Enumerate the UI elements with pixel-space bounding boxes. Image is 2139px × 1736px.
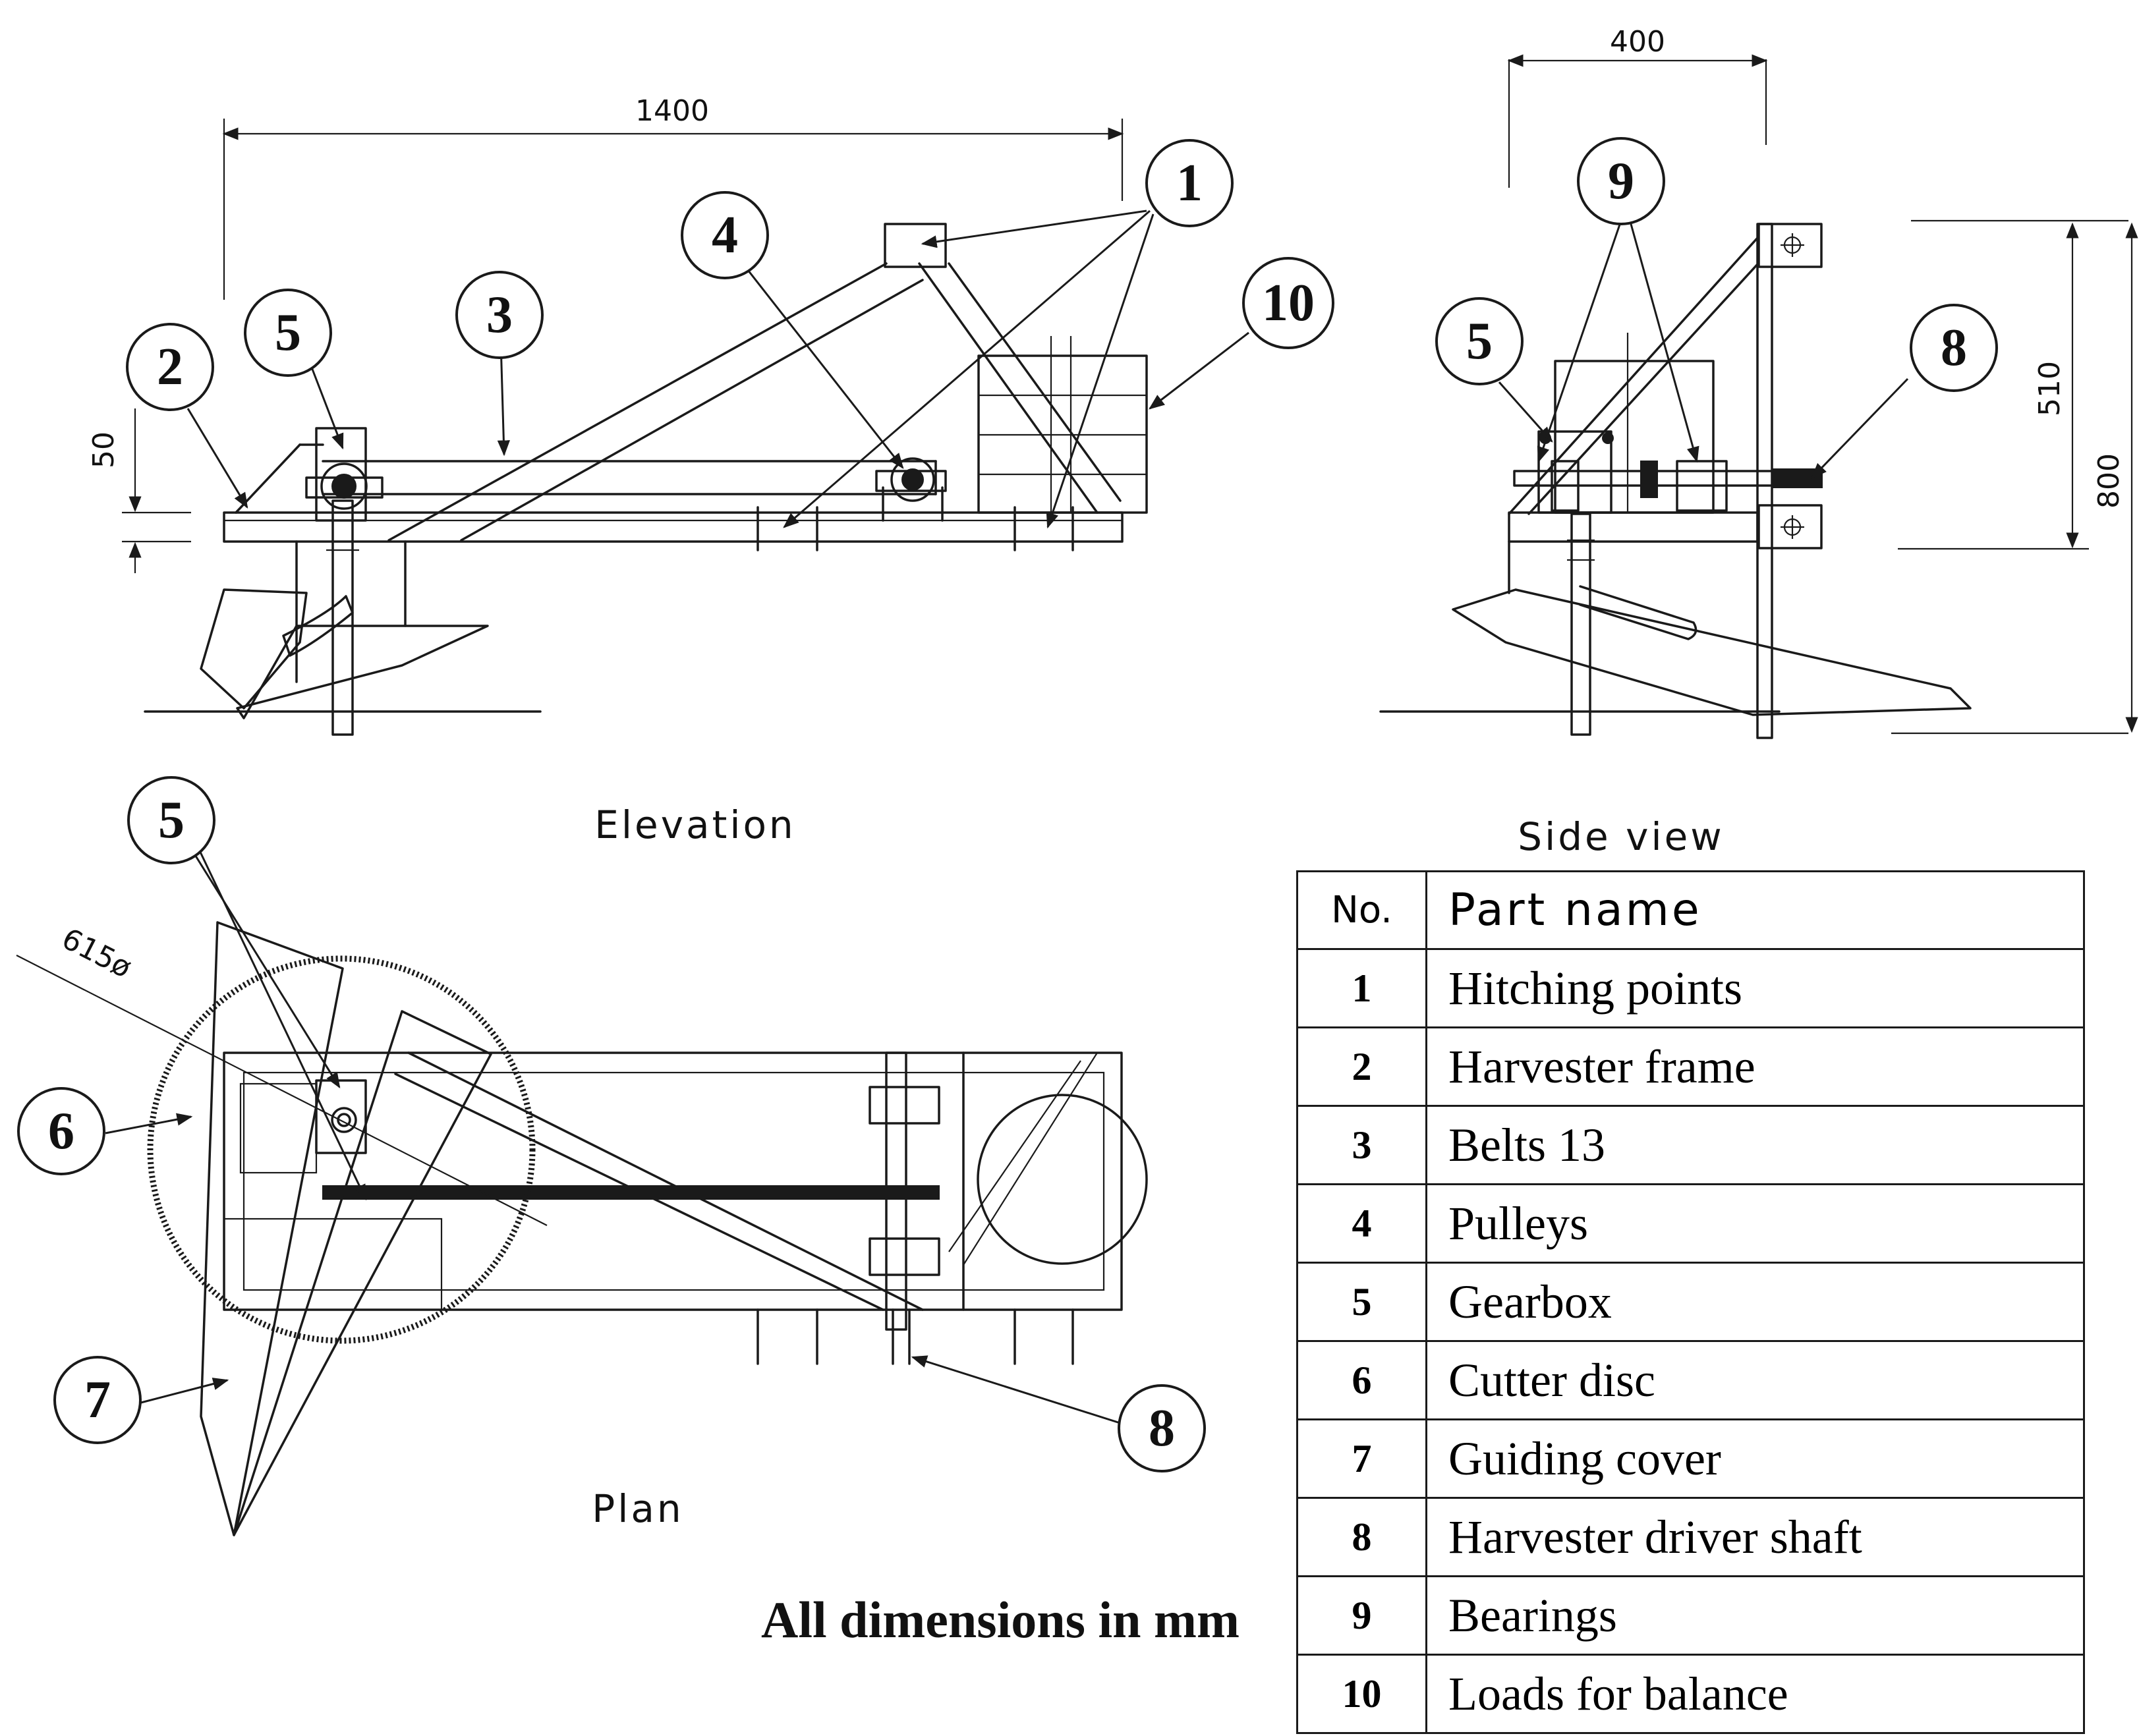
- balloon-8-label: 8: [1941, 319, 1967, 377]
- part-name: Loads for balance: [1425, 1654, 2085, 1734]
- table-row: 3 Belts 13: [1296, 1105, 2085, 1185]
- part-number: 6: [1296, 1340, 1427, 1420]
- balloon-4: 4: [681, 191, 769, 279]
- balloon-7: 7: [53, 1356, 142, 1444]
- part-number: 9: [1296, 1575, 1427, 1656]
- part-number: 10: [1296, 1654, 1427, 1734]
- part-name: Hitching points: [1425, 948, 2085, 1028]
- balloon-3: 3: [455, 271, 544, 359]
- part-name: Cutter disc: [1425, 1340, 2085, 1420]
- balloon-5-elevation: 5: [244, 289, 332, 377]
- part-number: 1: [1296, 948, 1427, 1028]
- dimension-50: 50: [87, 432, 121, 468]
- balloon-6: 6: [17, 1087, 105, 1175]
- parts-table: No. Part name 1 Hitching points 2 Harves…: [1296, 870, 2085, 1734]
- table-row: 7 Guiding cover: [1296, 1418, 2085, 1499]
- parts-table-header: No. Part name: [1296, 870, 2085, 950]
- part-name: Gearbox: [1425, 1262, 2085, 1342]
- part-name: Harvester driver shaft: [1425, 1497, 2085, 1577]
- balloon-8-plan: 8: [1118, 1384, 1206, 1472]
- balloon-3-label: 3: [486, 286, 513, 344]
- balloon-9: 9: [1577, 137, 1665, 225]
- table-row: 9 Bearings: [1296, 1575, 2085, 1656]
- table-row: 4 Pulleys: [1296, 1183, 2085, 1264]
- side-view-caption: Side view: [1518, 814, 1724, 859]
- part-name: Belts 13: [1425, 1105, 2085, 1185]
- dimension-615-diameter: 615ø: [57, 922, 137, 985]
- balloon-5-plan: 5: [127, 776, 215, 864]
- elevation-caption: Elevation: [594, 802, 795, 847]
- table-row: 1 Hitching points: [1296, 948, 2085, 1028]
- balloon-8-label: 8: [1149, 1399, 1175, 1457]
- balloon-5-side: 5: [1435, 297, 1524, 385]
- balloon-10: 10: [1242, 257, 1334, 349]
- dimension-510: 510: [2033, 361, 2067, 416]
- table-row: 6 Cutter disc: [1296, 1340, 2085, 1420]
- part-number: 8: [1296, 1497, 1427, 1577]
- elevation-view: 1400 50: [87, 94, 1148, 736]
- part-number: 4: [1296, 1183, 1427, 1264]
- balloon-1-label: 1: [1176, 154, 1203, 212]
- balloon-2-elevation: 2: [126, 323, 214, 411]
- table-row: 5 Gearbox: [1296, 1262, 2085, 1342]
- balloon-8-side: 8: [1910, 304, 1998, 392]
- plan-view: 615ø: [16, 921, 1148, 1536]
- balloon-5-label: 5: [158, 791, 185, 849]
- table-row: 8 Harvester driver shaft: [1296, 1497, 2085, 1577]
- header-part-name: Part name: [1425, 870, 2085, 950]
- part-name: Bearings: [1425, 1575, 2085, 1656]
- balloon-4-label: 4: [712, 206, 738, 264]
- balloon-2-label: 2: [157, 338, 183, 396]
- part-number: 3: [1296, 1105, 1427, 1185]
- table-row: 2 Harvester frame: [1296, 1026, 2085, 1107]
- part-number: 7: [1296, 1418, 1427, 1499]
- part-name: Pulleys: [1425, 1183, 2085, 1264]
- leader-lines: [105, 210, 1909, 1424]
- side-view: 400 510 800: [1379, 25, 2138, 739]
- part-number: 2: [1296, 1026, 1427, 1107]
- dimension-800: 800: [2092, 453, 2126, 509]
- plan-caption: Plan: [592, 1486, 683, 1531]
- dimension-1400: 1400: [635, 94, 709, 128]
- dimension-400: 400: [1610, 25, 1665, 59]
- balloon-10-label: 10: [1262, 274, 1315, 332]
- header-no: No.: [1296, 870, 1427, 950]
- balloon-5-label: 5: [1466, 312, 1493, 370]
- balloon-5-label: 5: [275, 304, 301, 362]
- balloon-9-label: 9: [1608, 152, 1634, 210]
- units-note: All dimensions in mm: [761, 1591, 1240, 1648]
- part-number: 5: [1296, 1262, 1427, 1342]
- part-name: Guiding cover: [1425, 1418, 2085, 1499]
- balloon-1: 1: [1145, 139, 1234, 227]
- table-row: 10 Loads for balance: [1296, 1654, 2085, 1734]
- balloon-7-label: 7: [84, 1371, 111, 1429]
- balloons: 1 2 5 3 4 10 9 5: [17, 137, 1998, 1472]
- balloon-6-label: 6: [48, 1102, 74, 1160]
- part-name: Harvester frame: [1425, 1026, 2085, 1107]
